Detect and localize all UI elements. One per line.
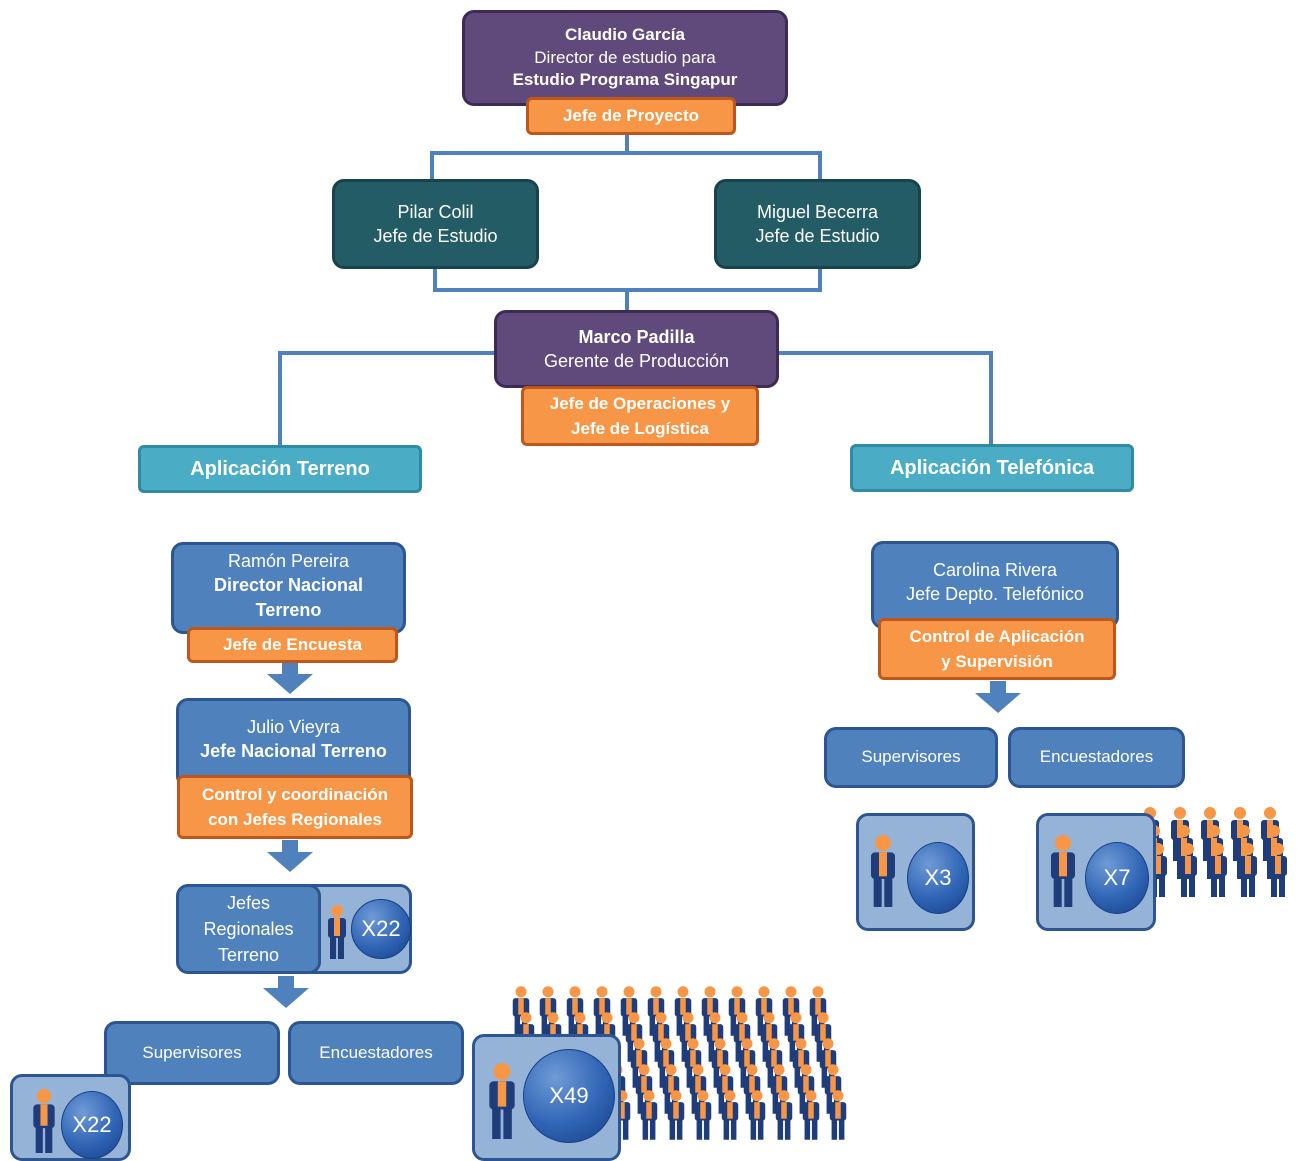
- production-role-box: Jefe de Operaciones y Jefe de Logística: [521, 386, 759, 446]
- study-head-name: Pilar Colil: [397, 201, 474, 222]
- person-icon: [719, 1090, 741, 1145]
- person-icon: [638, 1090, 660, 1145]
- person-icon: [1236, 842, 1260, 903]
- regional-chiefs-line2: Regionales: [203, 918, 294, 939]
- person-icon: [1266, 842, 1290, 903]
- study-head-box-1: Pilar Colil Jefe de Estudio: [332, 179, 539, 269]
- field-interviewers-count: X49: [523, 1049, 615, 1143]
- application-control-role-line1: Control de Aplicación: [909, 626, 1085, 646]
- field-interviewers-label: Encuestadores: [319, 1042, 433, 1062]
- connector-to-phone: [778, 351, 993, 447]
- survey-chief-role-box: Jefe de Encuesta: [187, 627, 398, 663]
- project-director-title: Director de estudio para: [534, 47, 716, 67]
- project-director-name: Claudio García: [565, 24, 685, 44]
- field-interviewers-box: Encuestadores: [288, 1021, 464, 1085]
- project-study-name: Estudio Programa Singapur: [512, 70, 738, 90]
- national-field-director-name: Ramón Pereira: [227, 551, 350, 571]
- study-head-box-2: Miguel Becerra Jefe de Estudio: [714, 179, 921, 269]
- national-field-director-title-2: Terreno: [255, 599, 322, 620]
- person-icon: [746, 1090, 768, 1145]
- field-supervisors-box: Supervisores: [104, 1021, 280, 1085]
- phone-supervisors-box: Supervisores: [824, 727, 998, 788]
- field-application-header: Aplicación Terreno: [138, 445, 422, 493]
- coordination-role-line1: Control y coordinación: [201, 784, 389, 804]
- person-icon: [699, 986, 721, 1041]
- person-icon: [665, 1090, 687, 1145]
- field-supervisors-count: X22: [61, 1091, 123, 1159]
- phone-interviewers-crowd: [1138, 806, 1306, 918]
- national-field-chief-title: Jefe Nacional Terreno: [200, 741, 387, 762]
- phone-interviewers-count-tile: X7: [1036, 813, 1156, 931]
- phone-application-label: Aplicación Telefónica: [889, 456, 1095, 479]
- production-manager-title: Gerente de Producción: [543, 351, 730, 371]
- project-role-label: Jefe de Proyecto: [562, 106, 700, 126]
- field-supervisors-label: Supervisores: [142, 1042, 242, 1062]
- production-role-line2: Jefe de Logística: [571, 419, 709, 438]
- production-manager-name: Marco Padilla: [578, 326, 695, 347]
- person-icon: [328, 905, 346, 959]
- person-icon: [800, 1090, 822, 1145]
- study-head-title: Jefe de Estudio: [755, 226, 880, 246]
- phone-interviewers-label: Encuestadores: [1039, 747, 1154, 767]
- field-application-label: Aplicación Terreno: [190, 457, 370, 480]
- person-icon: [489, 1063, 515, 1139]
- field-interviewers-count-tile: X49: [472, 1034, 621, 1161]
- production-role-line1: Jefe de Operaciones y: [549, 393, 731, 413]
- connector-to-field: [278, 351, 495, 447]
- down-arrow-icon: [263, 976, 309, 1008]
- person-icon: [827, 1090, 849, 1145]
- phone-interviewers-box: Encuestadores: [1008, 727, 1185, 788]
- phone-application-header: Aplicación Telefónica: [850, 444, 1134, 492]
- down-arrow-icon: [975, 681, 1021, 713]
- phone-department-head-box: Carolina Rivera Jefe Depto. Telefónico: [871, 541, 1119, 629]
- field-supervisors-count-tile: X22: [10, 1074, 131, 1161]
- phone-interviewers-count: X7: [1085, 842, 1149, 914]
- phone-supervisors-label: Supervisores: [861, 747, 961, 767]
- phone-department-head-title: Jefe Depto. Telefónico: [906, 584, 1084, 605]
- connector-top-right: [627, 151, 822, 182]
- application-control-role-box: Control de Aplicación y Supervisión: [878, 618, 1116, 680]
- person-icon: [1176, 842, 1200, 903]
- phone-supervisors-count-tile: X3: [856, 813, 975, 931]
- national-field-director-title: Director Nacional: [213, 575, 364, 596]
- person-icon: [692, 1090, 714, 1145]
- project-role-box: Jefe de Proyecto: [526, 97, 736, 135]
- study-head-title: Jefe de Estudio: [373, 226, 498, 246]
- connector-heads-join: [433, 268, 822, 292]
- person-icon: [871, 835, 895, 907]
- down-arrow-icon: [267, 840, 313, 872]
- coordination-role-box: Control y coordinación con Jefes Regiona…: [177, 775, 413, 839]
- person-icon: [773, 1090, 795, 1145]
- national-field-director-box: Ramón Pereira Director Nacional Terreno: [171, 542, 406, 634]
- survey-chief-role-label: Jefe de Encuesta: [223, 635, 362, 655]
- phone-supervisors-count: X3: [907, 842, 969, 914]
- application-control-role-line2: y Supervisión: [941, 652, 1053, 671]
- regional-chiefs-box: Jefes Regionales Terreno: [176, 884, 321, 974]
- regional-chiefs-line1: Jefes: [226, 892, 271, 913]
- project-director-box: Claudio García Director de estudio para …: [462, 10, 788, 106]
- national-field-chief-name: Julio Vieyra: [247, 717, 340, 737]
- production-manager-box: Marco Padilla Gerente de Producción: [494, 310, 779, 388]
- person-icon: [1051, 835, 1075, 907]
- regional-chiefs-line3: Terreno: [217, 945, 280, 966]
- person-icon: [33, 1089, 55, 1153]
- down-arrow-icon: [267, 662, 313, 694]
- coordination-role-line2: con Jefes Regionales: [208, 810, 382, 829]
- regional-chiefs-count: X22: [351, 899, 411, 959]
- person-icon: [1206, 842, 1230, 903]
- study-head-name: Miguel Becerra: [756, 201, 879, 222]
- phone-department-head-name: Carolina Rivera: [932, 560, 1058, 580]
- regional-chiefs-count-tile: X22: [300, 884, 412, 974]
- connector-top-left: [430, 134, 629, 182]
